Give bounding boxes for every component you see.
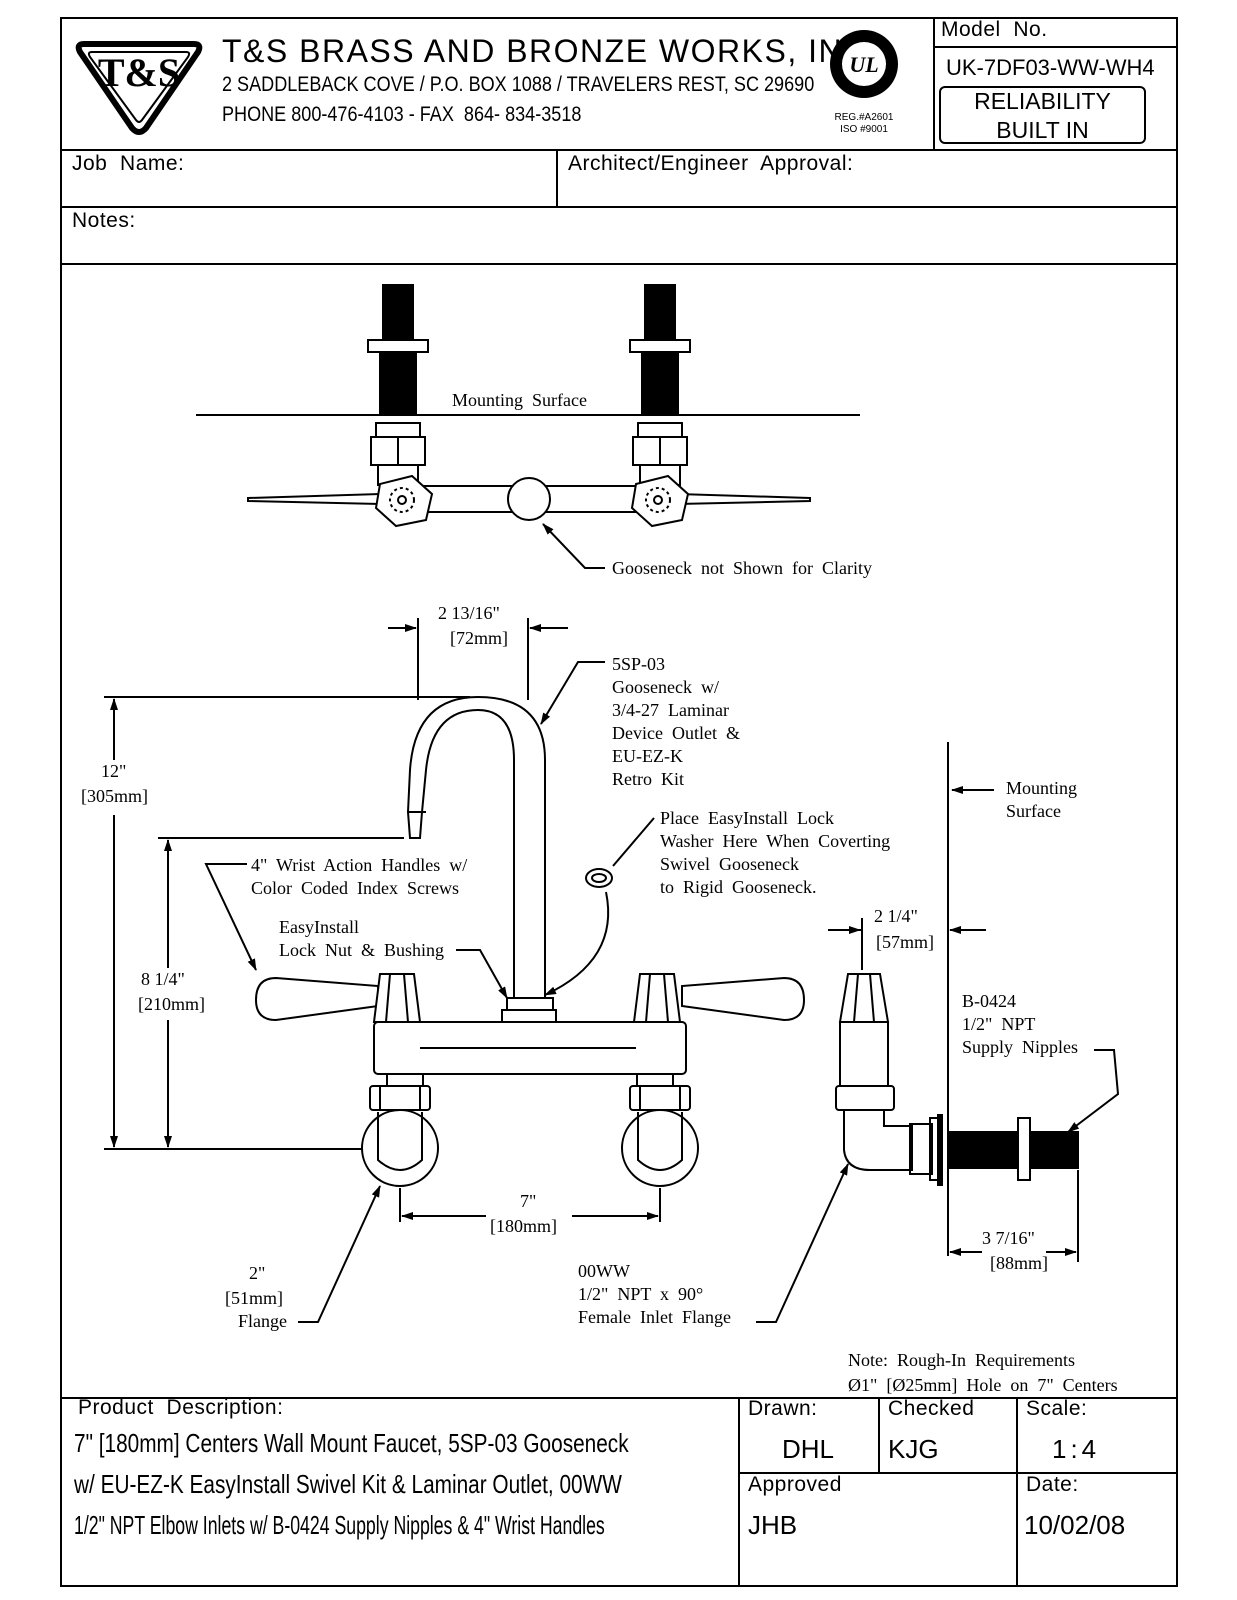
product-description-line-3: 1/2" NPT Elbow Inlets w/ B-0424 Supply N… [74,1510,605,1540]
drawn-label: Drawn: [748,1397,818,1420]
dim-spout-height-mm: [210mm] [138,994,205,1014]
model-number-label: Model No. [941,18,1048,41]
dim-overall-height-mm: [305mm] [81,786,148,806]
company-name: T&S BRASS AND BRONZE WORKS, INC. [222,33,879,69]
slogan-line-1: RELIABILITY [974,88,1111,114]
svg-text:UL: UL [849,52,878,77]
approved-label: Approved [748,1473,842,1496]
mounting-surface-top-label: Mounting Surface [452,390,587,410]
drawn-value: DHL [782,1434,835,1464]
flange-label: Flange [238,1311,287,1331]
spec-sheet [60,17,1178,1587]
scale-label: Scale: [1026,1397,1088,1420]
inlet-flange-callout: 00WW 1/2" NPT x 90° Female Inlet Flange [578,1261,731,1327]
mounting-surface-side-label: Mounting Surface [1006,778,1078,821]
dim-side-offset-mm: [57mm] [876,932,934,952]
dim-centers-mm: [180mm] [490,1216,557,1236]
dim-side-offset: 2 1/4" [874,906,918,926]
date-label: Date: [1026,1473,1079,1496]
rough-in-note-line-1: Note: Rough-In Requirements [848,1350,1075,1370]
job-name-label: Job Name: [72,152,185,175]
date-value: 10/02/08 [1024,1510,1126,1540]
gooseneck-not-shown-note: Gooseneck not Shown for Clarity [612,558,872,578]
locknut-callout: EasyInstall Lock Nut & Bushing [279,917,444,960]
dim-overall-height: 12" [101,761,127,781]
product-description-label: Product Description: [78,1396,284,1419]
supply-nipples-callout: B-0424 1/2" NPT Supply Nipples [962,991,1079,1057]
dim-spout-height: 8 1/4" [141,969,185,989]
model-number: UK-7DF03-WW-WH4 [946,55,1155,80]
slogan-line-2: BUILT IN [996,117,1089,143]
wrist-handles-callout: 4" Wrist Action Handles w/ Color Coded I… [251,855,468,898]
dim-spout-reach: 2 13/16" [438,603,500,623]
approved-value: JHB [748,1510,798,1540]
faucet-drawing [104,284,1120,1323]
logo-text: T&S [98,50,180,95]
ts-logo: T&S [75,41,203,135]
gooseneck-callout: 5SP-03 Gooseneck w/ 3/4-27 Laminar Devic… [612,654,740,789]
dim-nipple-length: 3 7/16" [982,1228,1035,1248]
scale-value: 1:4 [1052,1434,1101,1464]
dim-nipple-length-mm: [88mm] [990,1253,1048,1273]
notes-label: Notes: [72,209,136,232]
ul-iso-number: ISO #9001 [840,124,888,135]
rough-in-note-line-2: Ø1" [Ø25mm] Hole on 7" Centers [848,1375,1118,1395]
product-description-line-1: 7" [180mm] Centers Wall Mount Faucet, 5S… [74,1428,629,1458]
product-description-line-2: w/ EU-EZ-K EasyInstall Swivel Kit & Lami… [74,1469,622,1499]
dim-centers: 7" [520,1191,537,1211]
company-phone: PHONE 800-476-4103 - FAX 864- 834-3518 [222,103,582,126]
architect-approval-label: Architect/Engineer Approval: [568,152,854,175]
dim-flange-mm: [51mm] [225,1288,283,1308]
checked-label: Checked [888,1397,975,1420]
ul-reg-number: REG.#A2601 [835,112,894,123]
lock-washer-callout: Place EasyInstall Lock Washer Here When … [660,808,891,897]
slogan-box [939,86,1146,144]
checked-value: KJG [888,1434,939,1464]
ul-registered-firm-mark: UL REG.#A2601 ISO #9001 [830,30,898,135]
company-address: 2 SADDLEBACK COVE / P.O. BOX 1088 / TRAV… [222,73,815,96]
dim-spout-reach-mm: [72mm] [450,628,508,648]
dim-flange: 2" [249,1263,266,1283]
